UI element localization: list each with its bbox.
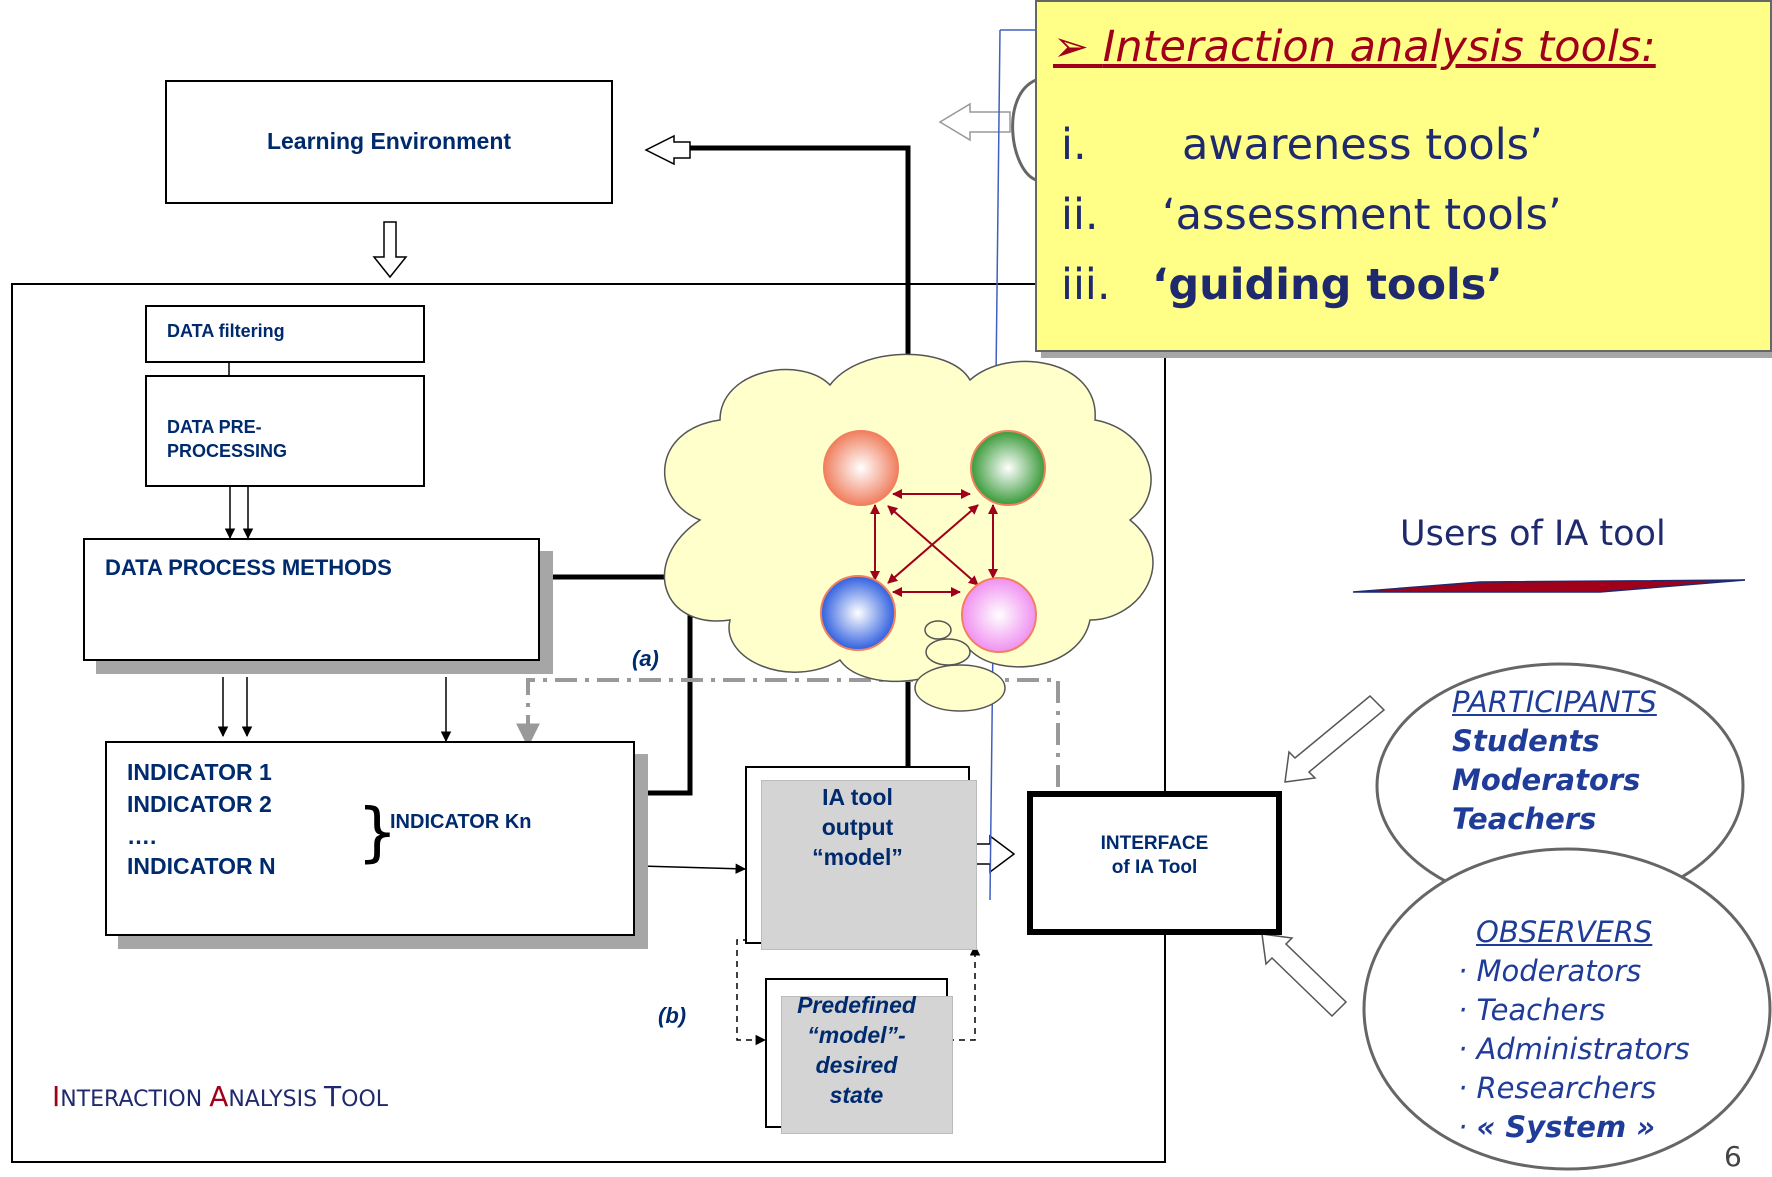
- observer-researchers: Researchers: [1476, 1071, 1657, 1105]
- data-preprocessing-label-2: PROCESSING: [167, 441, 288, 461]
- observers-list: OBSERVERS · Moderators · Teachers · Admi…: [1458, 913, 1690, 1147]
- observer-moderators: Moderators: [1476, 954, 1642, 988]
- learning-environment-label: Learning Environment: [266, 128, 512, 154]
- data-filtering-box: DATA filtering: [145, 305, 425, 363]
- observer-row-5: · « System »: [1458, 1108, 1690, 1147]
- participants-heading: PARTICIPANTS: [1452, 685, 1657, 719]
- callout-item-3-text: ‘guiding tools’: [1152, 260, 1503, 310]
- data-filtering-label: DATA filtering: [167, 321, 285, 341]
- observer-row-4: · Researchers: [1458, 1069, 1690, 1108]
- observer-administrators: Administrators: [1476, 1032, 1690, 1066]
- callout-item-2-text: ‘assessment tools’: [1162, 190, 1562, 240]
- cloud-shape: [663, 353, 1154, 683]
- predefined-model-box: Predefined “model”- desired state: [765, 978, 953, 1134]
- tool-title-t: T: [324, 1080, 342, 1113]
- learning-environment-box: Learning Environment: [165, 80, 613, 204]
- callout-item-1-text: awareness tools’: [1182, 120, 1543, 170]
- predefined-label-4: state: [829, 1082, 884, 1108]
- ia-output-box: IA tool output “model”: [745, 766, 977, 950]
- observer-teachers: Teachers: [1476, 993, 1606, 1027]
- dashed-line-b: [736, 939, 767, 1046]
- data-process-methods-label: DATA PROCESS METHODS: [105, 555, 392, 580]
- bullet-icon: ·: [1458, 993, 1477, 1027]
- node-orange: [823, 430, 899, 506]
- indicator-1: INDICATOR 1: [127, 759, 272, 785]
- hollow-arrow-observers: [1261, 933, 1348, 1018]
- participant-moderators: Moderators: [1452, 763, 1641, 797]
- ia-output-label-3: “model”: [812, 844, 903, 870]
- users-underline: [1352, 579, 1746, 593]
- thick-line-indicators: [640, 577, 693, 796]
- indicators-box: INDICATOR 1 INDICATOR 2 …. INDICATOR N }…: [105, 741, 635, 936]
- node-blue: [820, 575, 896, 651]
- hollow-arrow-left-callout: [938, 102, 1011, 142]
- page-number: 6: [1724, 1140, 1742, 1173]
- data-preprocessing-box: DATA PRE- PROCESSING: [145, 375, 425, 487]
- observer-row-1: · Moderators: [1458, 952, 1690, 991]
- participants-list: PARTICIPANTS Students Moderators Teacher…: [1452, 683, 1657, 839]
- observers-ellipse: [1362, 847, 1772, 1171]
- label-a: (a): [632, 646, 659, 671]
- participant-teachers: Teachers: [1452, 802, 1597, 836]
- ia-output-label-2: output: [821, 814, 894, 840]
- callout-item-2-num: ii.: [1061, 190, 1099, 240]
- indicator-n: INDICATOR N: [127, 853, 276, 879]
- data-preprocessing-label-1: DATA PRE-: [167, 417, 262, 437]
- indicator-kn: INDICATOR Kn: [390, 811, 532, 833]
- tool-title: INTERACTION ANALYSIS TOOL: [52, 1080, 388, 1113]
- predefined-model-shadow: [781, 996, 953, 1134]
- observer-row-3: · Administrators: [1458, 1030, 1690, 1069]
- bullet-icon: ·: [1458, 1071, 1477, 1105]
- predefined-label-3: desired: [815, 1052, 898, 1078]
- hollow-arrow-down: [372, 221, 408, 279]
- hollow-arrow-left: [644, 134, 691, 166]
- tool-frame: [11, 283, 1166, 1163]
- participant-students: Students: [1452, 724, 1600, 758]
- interface-label-1: INTERFACE: [1100, 833, 1209, 854]
- hollow-arrow-participants: [1284, 694, 1386, 783]
- bullet-icon: ·: [1458, 954, 1477, 988]
- tool-title-ool: OOL: [341, 1087, 389, 1112]
- interface-label-2: of IA Tool: [1111, 857, 1198, 878]
- interface-box: INTERFACE of IA Tool: [1027, 791, 1282, 935]
- node-pink: [961, 577, 1037, 653]
- feedback-line-a: [516, 678, 1060, 787]
- predefined-label-2: “model”-: [807, 1022, 906, 1048]
- callout-item-1-num: i.: [1061, 120, 1087, 170]
- indicator-ellipsis: ….: [127, 823, 157, 849]
- thought-bubble-2: [925, 638, 971, 666]
- users-title: Users of IA tool: [1400, 514, 1666, 554]
- indicator-2: INDICATOR 2: [127, 791, 272, 817]
- callout-heading: ➢ Interaction analysis tools:: [1053, 22, 1656, 72]
- observer-system: « System »: [1476, 1110, 1656, 1144]
- node-green: [970, 430, 1046, 506]
- tool-title-nteraction: NTERACTION: [60, 1087, 210, 1112]
- indicator-brace: }: [357, 796, 398, 870]
- interaction-tools-callout: ➢ Interaction analysis tools: i. awarene…: [1035, 0, 1772, 352]
- thought-bubble-1: [914, 664, 1006, 712]
- data-process-methods-box: DATA PROCESS METHODS: [83, 538, 540, 661]
- tool-title-nalysis: NALYSIS: [228, 1087, 325, 1112]
- predefined-label-1: Predefined: [797, 992, 916, 1018]
- callout-heading-text: Interaction analysis tools:: [1102, 22, 1656, 72]
- thought-bubble-3: [924, 620, 952, 640]
- label-b: (b): [658, 1003, 687, 1028]
- callout-item-3-num: iii.: [1061, 260, 1111, 310]
- arrowhead-bullet-icon: ➢: [1053, 22, 1103, 72]
- tool-title-a: A: [209, 1080, 229, 1113]
- ia-output-label-1: IA tool: [822, 784, 893, 810]
- bullet-icon: ·: [1458, 1110, 1477, 1144]
- bullet-icon: ·: [1458, 1032, 1477, 1066]
- observers-heading: OBSERVERS: [1476, 915, 1653, 949]
- tool-title-i: I: [52, 1080, 61, 1113]
- ia-output-shadow: [761, 780, 977, 950]
- observer-row-2: · Teachers: [1458, 991, 1690, 1030]
- thick-line-top: [690, 145, 911, 151]
